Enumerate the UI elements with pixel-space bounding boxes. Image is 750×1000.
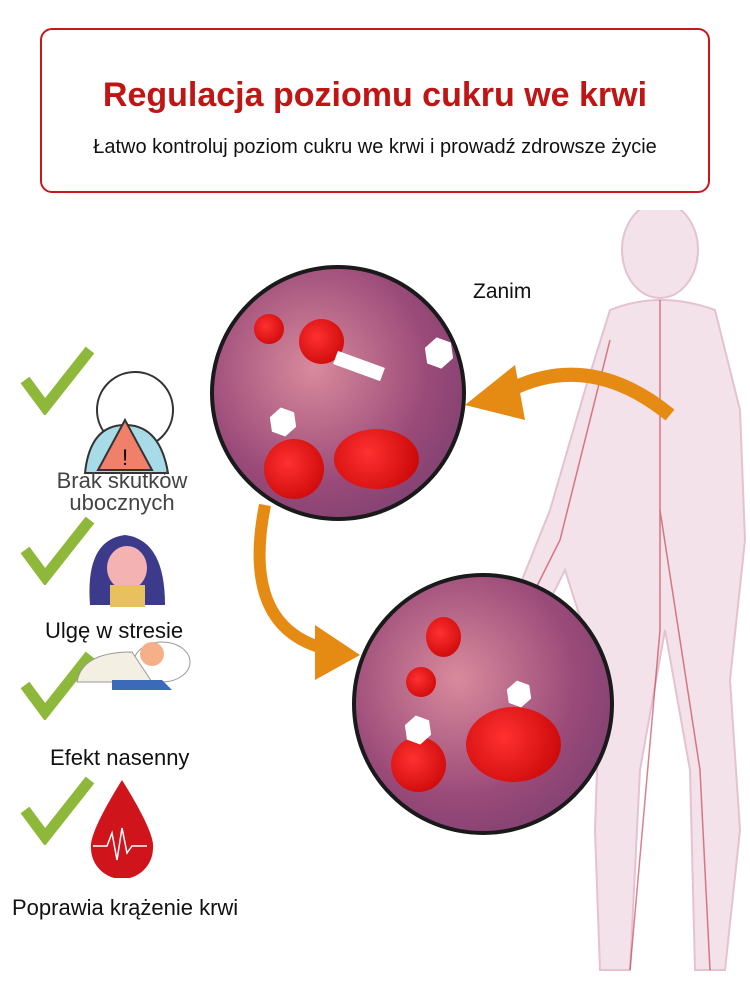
check-icon xyxy=(20,516,95,585)
benefit-label-no-side-effects: Brak skutków ubocznych xyxy=(42,470,202,514)
arrow-to-after-circle xyxy=(253,503,332,656)
arrow-to-before-circle xyxy=(506,367,675,421)
stressed-woman-icon xyxy=(89,535,165,607)
check-icon xyxy=(20,776,95,845)
label-line: ubocznych xyxy=(69,490,175,515)
magnified-vessel-before xyxy=(210,265,466,521)
before-label: Zanim xyxy=(473,280,532,303)
svg-text:!: ! xyxy=(122,445,128,470)
page-subtitle: Łatwo kontroluj poziom cukru we krwi i p… xyxy=(93,136,657,158)
arrowhead-icon xyxy=(465,365,525,420)
benefit-label-stress-relief: Ulgę w stresie xyxy=(45,618,184,643)
header-box: Regulacja poziomu cukru we krwi Łatwo ko… xyxy=(40,28,710,193)
human-body-illustration xyxy=(508,210,747,971)
sleeping-person-icon xyxy=(76,641,191,690)
benefit-label-circulation: Poprawia krążenie krwi xyxy=(12,895,239,920)
side-effects-warning-icon: ! xyxy=(83,371,174,474)
page-title: Regulacja poziomu cukru we krwi xyxy=(102,76,648,114)
arrowhead-icon xyxy=(315,625,360,680)
label-line: Brak skutków xyxy=(56,468,188,493)
benefit-label-sleep-effect: Efekt nasenny xyxy=(50,745,190,770)
check-icon xyxy=(20,346,95,415)
magnified-vessel-after xyxy=(352,573,614,835)
check-icon xyxy=(20,651,95,720)
arrows xyxy=(253,365,675,680)
blood-drop-icon xyxy=(90,780,154,878)
